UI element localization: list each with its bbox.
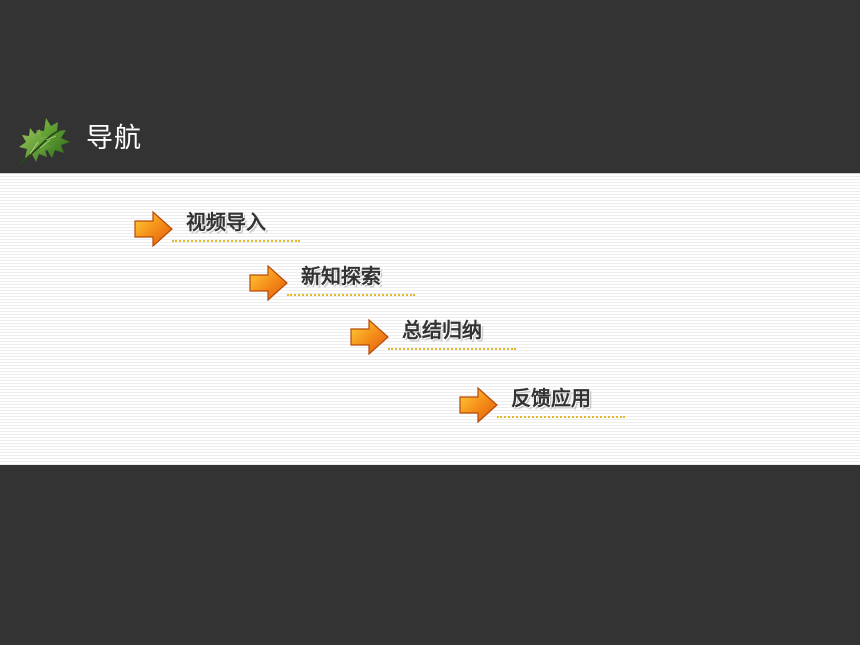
nav-item-new-knowledge[interactable]: 新知探索 <box>249 264 549 304</box>
dotted-underline <box>287 294 415 296</box>
nav-item-feedback[interactable]: 反馈应用 <box>459 386 759 426</box>
dotted-underline <box>172 240 300 242</box>
nav-item-label: 视频导入 <box>186 210 266 234</box>
navigation-panel: 视频导入 新知探索 <box>0 173 860 465</box>
orange-arrow-icon <box>134 210 173 248</box>
leaf-icon <box>19 118 70 165</box>
nav-item-video-intro[interactable]: 视频导入 <box>134 210 434 250</box>
nav-item-label: 反馈应用 <box>511 386 591 410</box>
nav-item-label: 新知探索 <box>301 264 381 288</box>
nav-item-summary[interactable]: 总结归纳 <box>350 318 650 358</box>
dotted-underline <box>497 416 625 418</box>
orange-arrow-icon <box>350 318 389 356</box>
dotted-underline <box>388 348 516 350</box>
nav-item-label: 总结归纳 <box>402 318 482 342</box>
orange-arrow-icon <box>249 264 288 302</box>
page-title: 导航 <box>86 123 142 154</box>
orange-arrow-icon <box>459 386 498 424</box>
header-bar: 导航 <box>0 108 860 172</box>
